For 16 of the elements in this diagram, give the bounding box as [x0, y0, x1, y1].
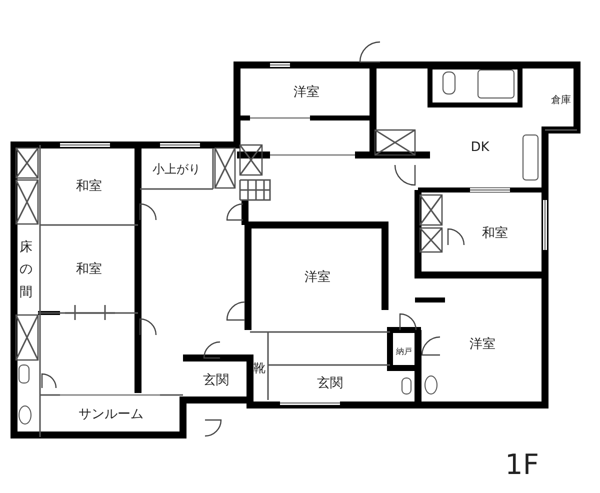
room-label: 玄関	[203, 374, 229, 388]
room-label: 納戸	[396, 348, 412, 356]
room-label: 床の間	[19, 239, 33, 302]
room-label: サンルーム	[78, 408, 144, 422]
room-label: 和室	[76, 180, 102, 195]
room-label: 小上がり	[152, 162, 200, 176]
room-label: 洋室	[304, 270, 330, 286]
room-label: 洋室	[294, 86, 320, 100]
room-label: DK	[470, 140, 490, 156]
room-label: 和室	[76, 262, 102, 278]
room-label: 洋室	[470, 338, 496, 352]
room-label: 和室	[482, 226, 508, 242]
room-label: 倉庫	[551, 94, 571, 106]
room-label: 玄関	[317, 376, 343, 392]
room-label: 靴	[254, 362, 266, 376]
floor-label: 1F	[505, 448, 539, 481]
